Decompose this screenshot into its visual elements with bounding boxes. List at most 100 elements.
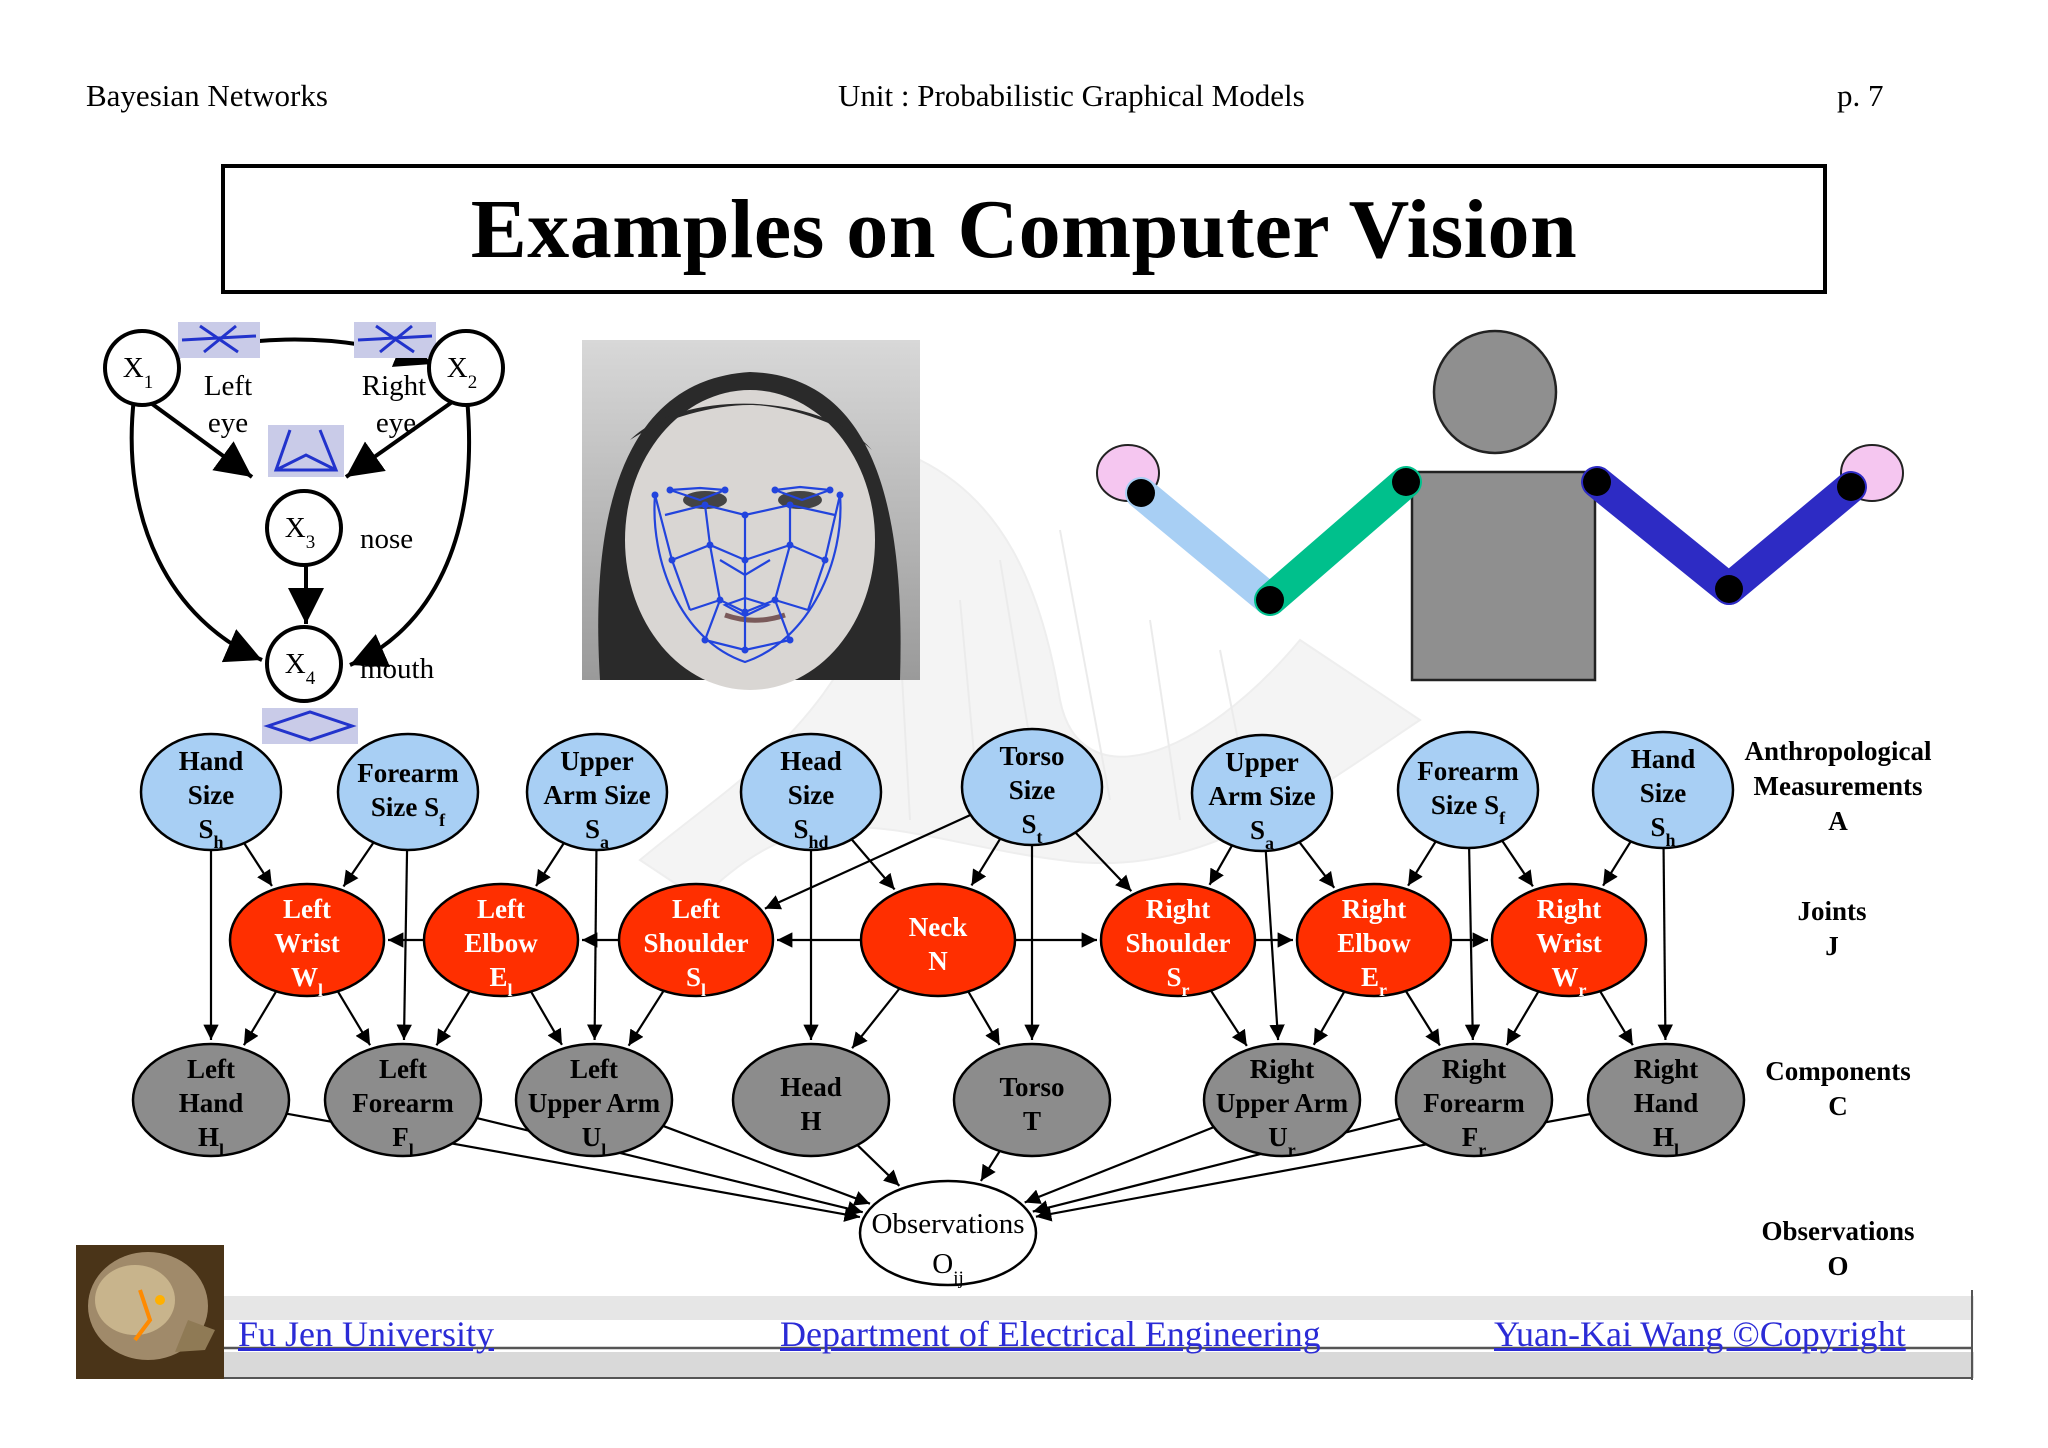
layer-label-line1: Anthropological <box>1744 736 1932 766</box>
network-edge <box>1264 850 1285 1041</box>
measurement-node-line2: Arm Size <box>1208 781 1315 811</box>
measurement-node-line1: Hand <box>179 746 244 776</box>
component-node-symbol: Hl <box>198 1122 224 1160</box>
joint-node-line1: Right <box>1537 894 1602 924</box>
component-node-line1: Torso <box>999 1072 1064 1102</box>
joint-node-line1: Neck <box>909 912 967 942</box>
component-node-line2: H <box>800 1106 821 1136</box>
network-edge <box>242 990 278 1046</box>
measurement-node-line2: Arm Size <box>543 780 650 810</box>
slide-title: Examples on Computer Vision <box>470 182 1578 276</box>
measurement-node-symbol: Sh <box>198 814 223 852</box>
footer-copyright-link[interactable]: Yuan-Kai Wang ©Copyright <box>1494 1314 1906 1354</box>
face-node-x4: X4 <box>265 625 343 703</box>
network-edge <box>396 849 412 1041</box>
joint-node-line2: Wrist <box>1536 928 1602 958</box>
network-edge <box>435 990 471 1046</box>
network-edge <box>967 990 1001 1046</box>
joint-node-line2: Shoulder <box>1125 928 1230 958</box>
joint-node-line1: Left <box>672 894 720 924</box>
joint-node-line1: Right <box>1342 894 1407 924</box>
layer-label-symbol: C <box>1828 1091 1848 1121</box>
header-unit-title: Unit : Probabilistic Graphical Models <box>838 78 1305 113</box>
component-node-line2: Hand <box>1634 1088 1699 1118</box>
component-node-symbol: Ul <box>582 1122 607 1160</box>
network-edge <box>1599 990 1634 1046</box>
component-node-line1: Right <box>1442 1054 1507 1084</box>
label-left-eye: eye <box>208 407 248 439</box>
slide-title-box: Examples on Computer Vision <box>221 164 1827 294</box>
measurement-node-symbol: Sh <box>1650 812 1675 850</box>
face-node-label: X1 <box>123 352 153 393</box>
observation-node-symbol: Oij <box>932 1248 964 1289</box>
feature-thumbnails <box>178 322 436 744</box>
network-edge <box>1074 831 1133 892</box>
component-node-line2: Upper Arm <box>528 1088 661 1118</box>
network-edge <box>530 991 563 1046</box>
header-course-title: Bayesian Networks <box>86 78 328 113</box>
component-node-line2: Hand <box>179 1088 244 1118</box>
layer-label-line1: Joints <box>1797 896 1866 926</box>
component-node-line1: Right <box>1634 1054 1699 1084</box>
measurement-node-line2: Size <box>1640 778 1687 808</box>
measurement-node-symbol: Sa <box>585 814 609 852</box>
network-edge <box>1505 990 1540 1046</box>
joint-node-line2: N <box>928 946 948 976</box>
measurement-node-line2: Size <box>1009 775 1056 805</box>
joint-node-line1: Left <box>283 894 331 924</box>
component-node-line1: Right <box>1250 1054 1315 1084</box>
network-edge <box>1464 847 1481 1041</box>
joint-node-symbol: Er <box>1361 962 1387 1000</box>
measurement-node-symbol: Sa <box>1250 815 1274 853</box>
layer-label-line2: Measurements <box>1754 771 1923 801</box>
face-node-label: X3 <box>285 512 315 553</box>
footer-bar <box>222 1290 1974 1380</box>
component-node-line1: Head <box>780 1072 842 1102</box>
network-edge <box>342 841 375 888</box>
network-edge <box>856 1144 901 1187</box>
layer-label-symbol: O <box>1827 1251 1848 1281</box>
network-edge <box>851 987 901 1049</box>
component-node-line1: Left <box>187 1054 235 1084</box>
layer-label-symbol: A <box>1828 806 1848 836</box>
component-node-line2: Forearm <box>1423 1088 1525 1118</box>
face-node-x2: X2 <box>427 329 505 407</box>
measurement-node-line1: Forearm <box>357 758 459 788</box>
label-left-eye: Left <box>204 370 252 402</box>
measurement-node-line1: Head <box>780 746 842 776</box>
layer-label-line1: Observations <box>1761 1216 1914 1246</box>
face-node-x1: X1 <box>103 329 181 407</box>
measurement-node-symbol: St <box>1021 809 1042 847</box>
articulated-body-figure <box>1096 329 1904 682</box>
body-network-edges <box>203 813 1673 1222</box>
joint-node-line1: Right <box>1146 894 1211 924</box>
layer-label-line1: Components <box>1765 1056 1911 1086</box>
face-node-label: X2 <box>447 352 477 393</box>
measurement-node-line1: Torso <box>999 741 1064 771</box>
face-node-x3: X3 <box>265 489 343 567</box>
footer-university-link[interactable]: Fu Jen University <box>238 1314 494 1354</box>
joint-node-line2: Wrist <box>274 928 340 958</box>
network-edge <box>627 990 665 1047</box>
network-edge <box>1312 991 1346 1046</box>
component-node-symbol: Ur <box>1268 1122 1296 1160</box>
component-node-symbol: Fl <box>392 1122 414 1160</box>
footer-department-link[interactable]: Department of Electrical Engineering <box>780 1314 1321 1354</box>
measurement-node-line1: Upper <box>560 746 634 776</box>
